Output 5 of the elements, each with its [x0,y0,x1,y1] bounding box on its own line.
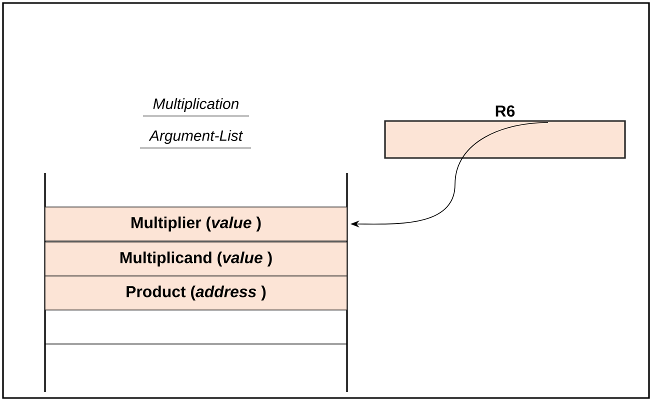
heading-label: Multiplication Argument-List [140,98,252,148]
stack-cell: Multiplier (value ) [44,206,348,242]
stack-cell: Multiplicand (value ) [44,242,348,276]
register-name: R6 [496,105,515,117]
stack-cell: Product (address ) [44,276,348,310]
